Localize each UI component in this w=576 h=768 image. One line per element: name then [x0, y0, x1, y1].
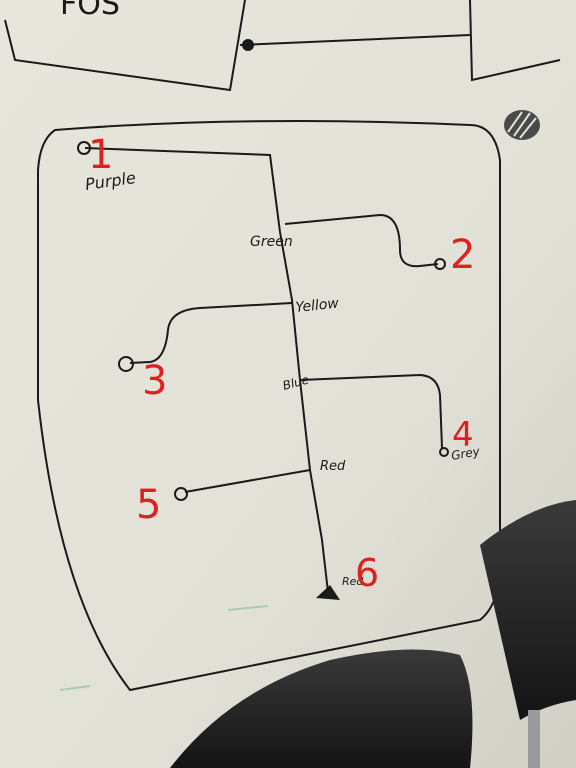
main-wire: [84, 147, 329, 593]
chair-right-leg: [528, 710, 540, 768]
top-sketch: [4, 0, 561, 92]
branch-yellow: [129, 302, 293, 364]
chair-right: [480, 500, 576, 720]
terminal-5: [174, 487, 188, 501]
label-bottom: Red: [342, 575, 364, 588]
number-6: 6: [355, 551, 379, 595]
chair-left: [170, 649, 473, 768]
number-2: 2: [450, 232, 475, 278]
label-grey: Grey: [450, 444, 482, 463]
label-yellow: Yellow: [295, 295, 340, 316]
terminal-6: [316, 585, 340, 600]
label-red: Red: [320, 459, 346, 474]
label-blue: Blue: [281, 372, 310, 392]
terminal-2: [434, 258, 446, 270]
number-1: 1: [88, 132, 113, 178]
terminal-1: [77, 141, 91, 155]
branch-red: [184, 469, 311, 493]
terminal-4: [439, 447, 449, 457]
hatched-circle: [504, 110, 540, 140]
label-green: Green: [250, 234, 293, 250]
branch-green: [284, 213, 439, 268]
top-sketch-text: FOS: [60, 0, 120, 22]
terminal-3: [118, 356, 134, 372]
number-4: 4: [452, 415, 474, 455]
branch-blue: [299, 373, 443, 449]
number-5: 5: [136, 482, 161, 528]
number-3: 3: [142, 358, 167, 404]
